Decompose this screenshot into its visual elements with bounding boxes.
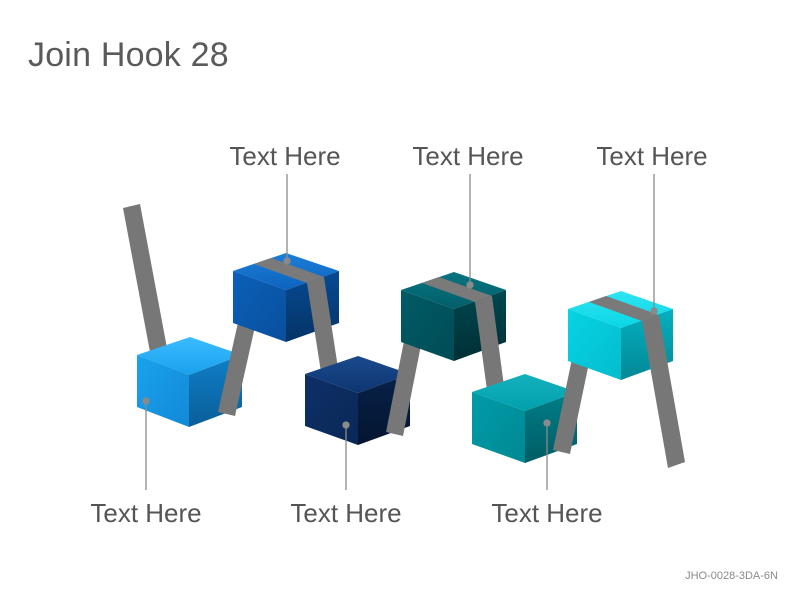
leader-dot-top-1 xyxy=(283,257,291,265)
leader-dot-bottom-2 xyxy=(342,421,350,429)
label-top-3: Text Here xyxy=(596,141,708,171)
leader-dot-top-2 xyxy=(466,281,474,289)
page-title: Join Hook 28 xyxy=(28,36,229,74)
slide-code: JHO-0028-3DA-6N xyxy=(685,570,778,582)
leader-dot-bottom-1 xyxy=(142,397,150,405)
label-bottom-1: Text Here xyxy=(90,498,202,528)
strap-segment-5-6 xyxy=(553,354,590,454)
strap-segment-2-3 xyxy=(307,277,338,372)
label-top-1: Text Here xyxy=(229,141,341,171)
strap-segment-1-2 xyxy=(218,318,256,416)
leader-dot-top-3 xyxy=(650,307,658,315)
label-bottom-2: Text Here xyxy=(290,498,402,528)
label-bottom-3: Text Here xyxy=(491,498,603,528)
label-top-2: Text Here xyxy=(412,141,524,171)
strap-segment-left xyxy=(123,204,167,352)
strap-segment-3-4 xyxy=(386,336,422,436)
leader-dot-bottom-3 xyxy=(543,419,551,427)
strap-segment-right xyxy=(642,315,685,468)
strap-segment-4-5 xyxy=(475,296,504,390)
cube-1 xyxy=(137,337,242,427)
